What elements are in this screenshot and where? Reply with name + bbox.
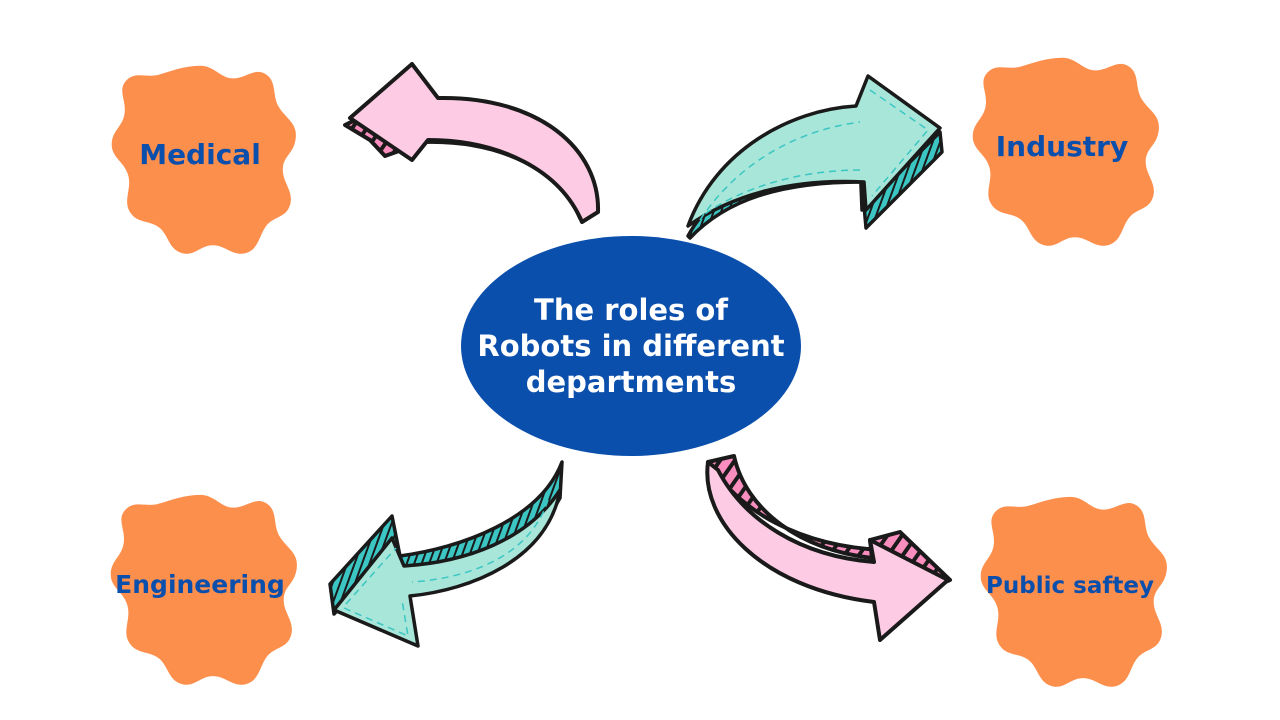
center-title-line-2: Robots in different bbox=[477, 329, 785, 363]
node-label-public-safety: Public saftey bbox=[986, 573, 1154, 599]
center-title: The roles of Robots in different departm… bbox=[461, 278, 801, 414]
center-ellipse bbox=[461, 236, 801, 456]
arrow-to-engineering bbox=[328, 460, 564, 648]
arrow-to-medical bbox=[343, 62, 601, 224]
node-label-engineering: Engineering bbox=[115, 569, 285, 599]
node-label-industry: Industry bbox=[995, 129, 1129, 163]
center-title-line-1: The roles of bbox=[534, 293, 728, 327]
arrow-to-public-safety bbox=[705, 454, 952, 642]
node-label-medical: Medical bbox=[139, 137, 261, 171]
arrow-to-industry bbox=[686, 74, 944, 240]
center-title-line-3: departments bbox=[525, 365, 737, 399]
